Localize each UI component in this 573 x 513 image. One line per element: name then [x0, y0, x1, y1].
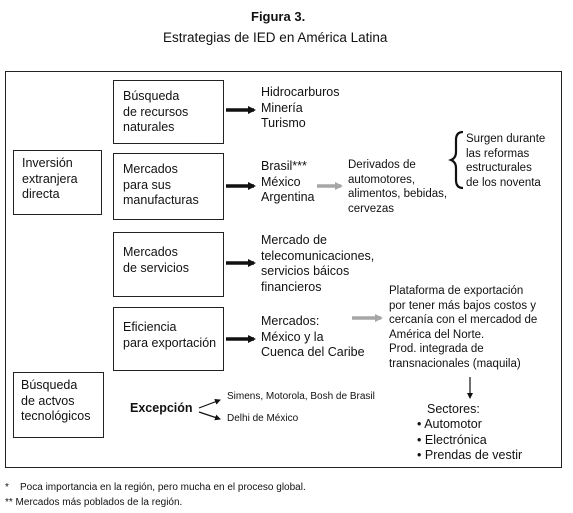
- derived-export-efficiency: Plataforma de exportación por tener más …: [389, 285, 538, 370]
- result-manufactures: Brasil*** México Argentina: [261, 159, 315, 204]
- brace-note: Surgen durante las reformas estructurale…: [466, 133, 546, 189]
- brace: [448, 130, 464, 190]
- figure-label: Figura 3.: [251, 9, 306, 24]
- result-natural-resources: Hidrocarburos Minería Turismo: [261, 85, 340, 130]
- sector-list: • Automotor • Electrónica • Prendas de v…: [417, 417, 522, 464]
- strategy-box-export-efficiency: Eficiencia para exportación: [113, 307, 224, 371]
- ied-box: Inversión extranjera directa: [13, 150, 102, 215]
- result-export-efficiency: Mercados: México y la Cuenca del Caribe: [261, 314, 365, 359]
- figure-title: Estrategias de IED en América Latina: [163, 30, 388, 45]
- sector-label: Electrónica: [424, 432, 487, 447]
- list-item: • Automotor: [417, 417, 522, 433]
- exception-label: Excepción: [130, 401, 193, 415]
- ied-label: Inversión extranjera directa: [22, 156, 78, 201]
- arrow-exception-lower: [198, 411, 221, 421]
- list-item: • Electrónica: [417, 433, 522, 449]
- bullet: •: [417, 432, 422, 447]
- derived-manufactures: Derivados de automotores, alimentos, beb…: [348, 159, 448, 215]
- bullet: •: [417, 448, 422, 462]
- footnote: ** Mercados más poblados de la región.: [5, 497, 183, 508]
- sectors-title: Sectores:: [427, 402, 480, 416]
- strategy-box-manufactures: Mercados para sus manufacturas: [113, 153, 224, 220]
- tech-search-box: Búsqueda de actvos tecnológicos: [13, 372, 104, 438]
- sector-label: Prendas de vestir: [424, 448, 523, 462]
- strategy-label: Mercados de servicios: [123, 245, 189, 275]
- list-item: • Prendas de vestir: [417, 448, 522, 464]
- strategy-label: Búsqueda de recursos naturales: [123, 89, 189, 134]
- tech-search-label: Búsqueda de actvos tecnológicos: [21, 378, 91, 423]
- arrow-exception-upper: [198, 398, 221, 409]
- exception-item: Simens, Motorola, Bosh de Brasil: [227, 391, 375, 402]
- sector-label: Automotor: [424, 417, 482, 431]
- strategy-label: Mercados para sus manufacturas: [123, 162, 199, 207]
- footnote: * Poca importancia en la región, pero mu…: [5, 482, 306, 493]
- exception-item: Delhi de México: [227, 413, 299, 424]
- bullet: •: [417, 417, 422, 431]
- strategy-box-services: Mercados de servicios: [113, 232, 224, 297]
- strategy-box-natural-resources: Búsqueda de recursos naturales: [113, 80, 224, 144]
- strategy-label: Eficiencia para exportación: [123, 320, 217, 350]
- result-services: Mercado de telecomunicaciones, servicios…: [261, 233, 375, 294]
